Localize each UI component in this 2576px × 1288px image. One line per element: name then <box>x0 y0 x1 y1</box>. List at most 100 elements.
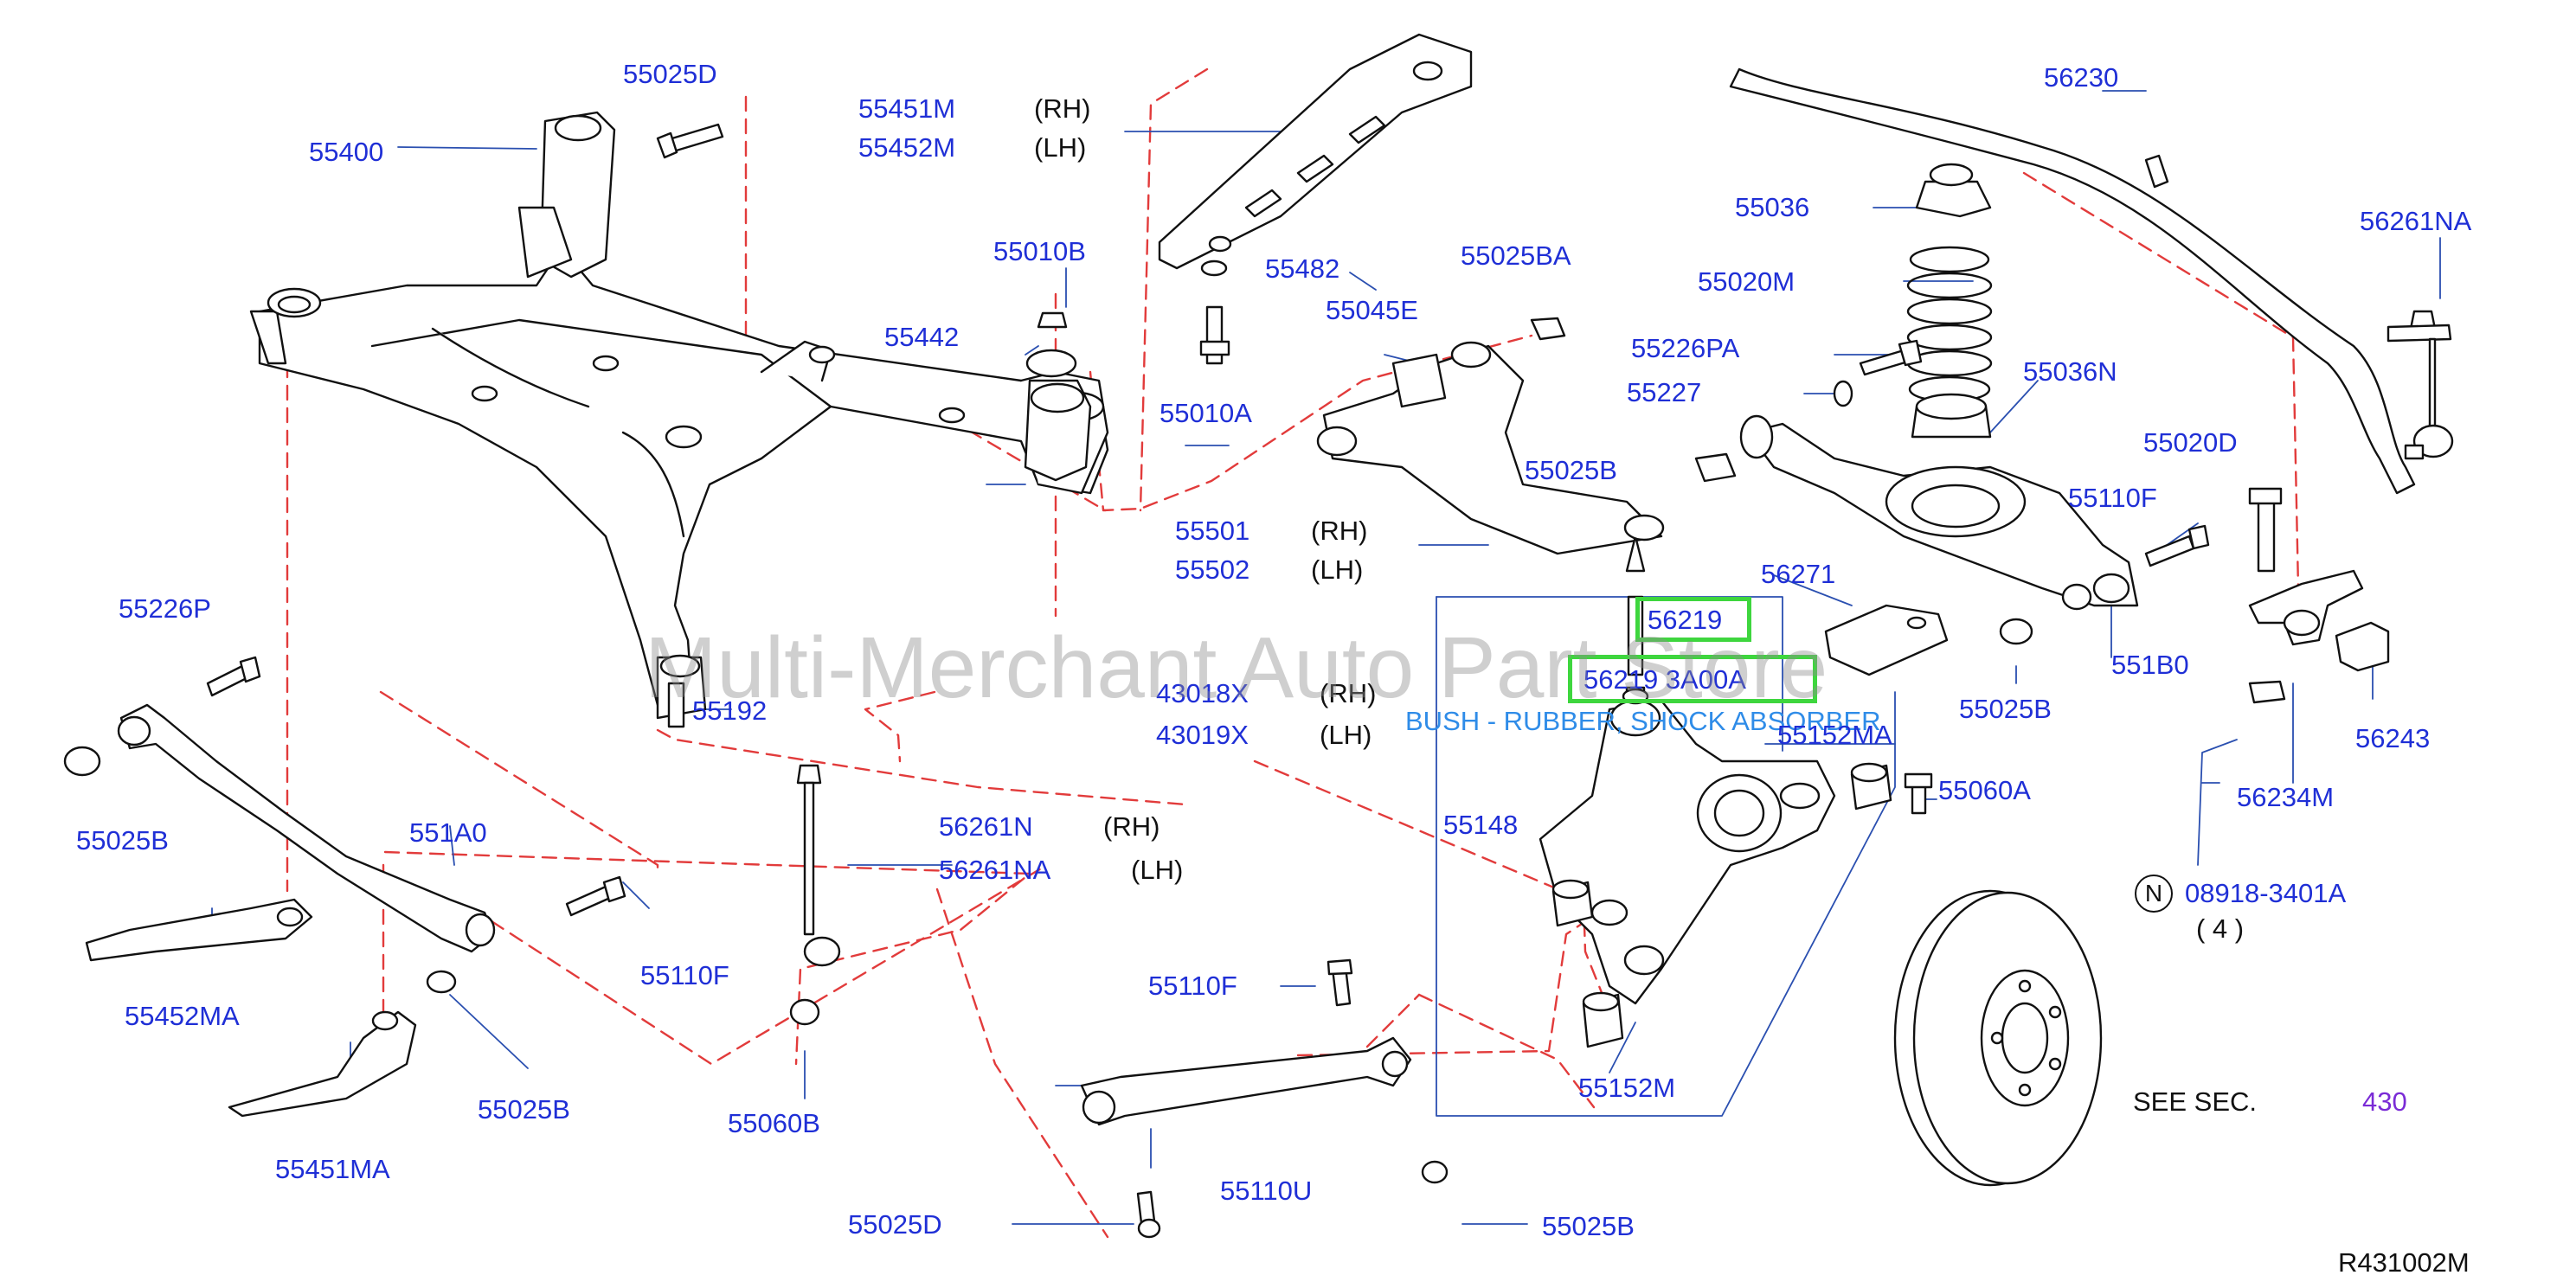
callout-55060B[interactable]: 55060B <box>728 1108 820 1138</box>
bracket-55451MA <box>228 1010 417 1118</box>
bolt-55020D <box>2144 487 2283 573</box>
callout-55452M[interactable]: 55452M <box>858 132 956 163</box>
side-lh-2: (LH) <box>1311 554 1364 585</box>
clamp-56234M <box>2248 569 2390 704</box>
callout-55020D[interactable]: 55020D <box>2143 427 2238 458</box>
callout-55226PA[interactable]: 55226PA <box>1631 333 1740 363</box>
knuckle-43018X <box>1539 699 1836 1005</box>
side-rh-4: (RH) <box>1103 811 1160 842</box>
watermark: Multi-Merchant Auto Part Store <box>645 619 1828 716</box>
bracket-56271 <box>1824 604 1949 676</box>
bolt-55226PA <box>1833 339 1923 407</box>
bushes <box>1551 595 1892 1048</box>
highlight-56219-3A00A <box>1568 655 1817 703</box>
callout-56261NA-right[interactable]: 56261NA <box>2360 206 2472 236</box>
bolt-55010A <box>1199 260 1230 365</box>
callout-56271[interactable]: 56271 <box>1761 559 1836 589</box>
lower-link-551B0 <box>1739 414 2139 611</box>
callout-55451M[interactable]: 55451M <box>858 93 956 124</box>
callout-55148[interactable]: 55148 <box>1443 810 1519 840</box>
callout-56230[interactable]: 56230 <box>2044 62 2119 93</box>
callout-43018X[interactable]: 43018X <box>1156 678 1249 708</box>
bolt-55110F-left <box>426 875 626 994</box>
callout-55025B-right[interactable]: 55025B <box>1959 694 2052 724</box>
highlight-56219 <box>1635 597 1751 642</box>
callout-55442[interactable]: 55442 <box>884 322 960 352</box>
spring-55020M <box>1906 246 1993 403</box>
callout-55227[interactable]: 55227 <box>1627 377 1702 407</box>
callout-55036[interactable]: 55036 <box>1735 192 1810 222</box>
callout-55452MA[interactable]: 55452MA <box>125 1001 240 1031</box>
side-lh-3: (LH) <box>1320 720 1372 750</box>
side-lh-1: (LH) <box>1034 132 1087 163</box>
callout-55025BA[interactable]: 55025BA <box>1461 240 1571 271</box>
callout-56261NA-mid[interactable]: 56261NA <box>939 855 1051 885</box>
callout-55025D-bottom[interactable]: 55025D <box>848 1209 942 1240</box>
callout-56261N[interactable]: 56261N <box>939 811 1033 842</box>
callout-551A0[interactable]: 551A0 <box>409 817 487 848</box>
brake-disc <box>1893 889 2103 1187</box>
callout-43019X[interactable]: 43019X <box>1156 720 1249 750</box>
callout-55025B-left[interactable]: 55025B <box>76 825 169 855</box>
callout-55045E[interactable]: 55045E <box>1326 295 1418 325</box>
callout-56234M[interactable]: 56234M <box>2237 782 2335 812</box>
nut-55025B <box>1694 452 1737 483</box>
bolt-55060A <box>1904 772 1933 815</box>
section-430-link[interactable]: 430 <box>2362 1086 2407 1117</box>
callout-55482[interactable]: 55482 <box>1265 253 1340 284</box>
side-rh-2: (RH) <box>1311 516 1368 546</box>
rod-55110U <box>1080 958 1449 1239</box>
callout-55025B-bottom[interactable]: 55025B <box>1542 1211 1635 1241</box>
callout-55010A[interactable]: 55010A <box>1160 398 1252 428</box>
bump-stop-55036 <box>1915 163 1992 218</box>
nut-55025B-right <box>1999 618 2033 645</box>
callout-56219-3A00A[interactable]: 56219 3A00A <box>1584 664 1746 695</box>
bush-55442 <box>1024 311 1092 482</box>
bolt-55226P <box>63 656 261 777</box>
stabilizer-bar-56230 <box>1729 67 2416 495</box>
plate-55451M <box>1158 33 1473 270</box>
callout-55110F-left[interactable]: 55110F <box>640 960 729 990</box>
callout-55400[interactable]: 55400 <box>309 137 384 167</box>
callout-55451MA[interactable]: 55451MA <box>275 1154 390 1184</box>
callout-55110U[interactable]: 55110U <box>1220 1176 1313 1206</box>
see-section-label: SEE SEC. <box>2133 1086 2257 1117</box>
pin-55192 <box>667 682 685 728</box>
side-rh-1: (RH) <box>1034 93 1091 124</box>
stabilizer-link-56261NA <box>2386 310 2454 460</box>
callout-55226P[interactable]: 55226P <box>119 593 211 624</box>
callout-55501[interactable]: 55501 <box>1175 516 1250 546</box>
callout-55060A[interactable]: 55060A <box>1938 775 2031 805</box>
bracket-55452MA <box>85 898 313 962</box>
spring-seat-55036N <box>1911 393 1992 439</box>
callout-55192[interactable]: 55192 <box>692 695 768 726</box>
callout-55110F-low[interactable]: 55110F <box>1148 971 1237 1001</box>
callout-55152M[interactable]: 55152M <box>1578 1073 1676 1103</box>
rod-551A0 <box>117 703 496 953</box>
note-n-circle: N <box>2135 875 2173 913</box>
callout-551B0[interactable]: 551B0 <box>2111 650 2189 680</box>
upper-link-55501 <box>1316 341 1665 573</box>
bolt-55025D <box>656 123 724 159</box>
callout-55110F-right[interactable]: 55110F <box>2068 483 2157 513</box>
callout-56219[interactable]: 56219 <box>1648 605 1723 635</box>
figure-id: R431002M <box>2338 1247 2470 1278</box>
callout-55036N[interactable]: 55036N <box>2023 356 2117 387</box>
callout-55025D[interactable]: 55025D <box>623 59 717 89</box>
callout-08918-3401A[interactable]: 08918-3401A <box>2185 878 2347 908</box>
callout-55152MA[interactable]: 55152MA <box>1777 720 1892 750</box>
nut-55025BA <box>1530 317 1566 341</box>
callout-55010B[interactable]: 55010B <box>993 236 1086 266</box>
callout-55025B-lowleft[interactable]: 55025B <box>478 1094 570 1125</box>
callout-55025B-mid[interactable]: 55025B <box>1525 455 1617 485</box>
stabilizer-link-56261N <box>789 764 841 1026</box>
callout-55502[interactable]: 55502 <box>1175 554 1250 585</box>
callout-56243[interactable]: 56243 <box>2355 723 2431 753</box>
side-lh-4: (LH) <box>1131 855 1184 885</box>
part-description: BUSH - RUBBER, SHOCK ABSORBER <box>1405 706 1881 736</box>
callout-55020M[interactable]: 55020M <box>1698 266 1795 297</box>
note-quantity: ( 4 ) <box>2196 913 2245 944</box>
side-rh-3: (RH) <box>1320 678 1377 708</box>
